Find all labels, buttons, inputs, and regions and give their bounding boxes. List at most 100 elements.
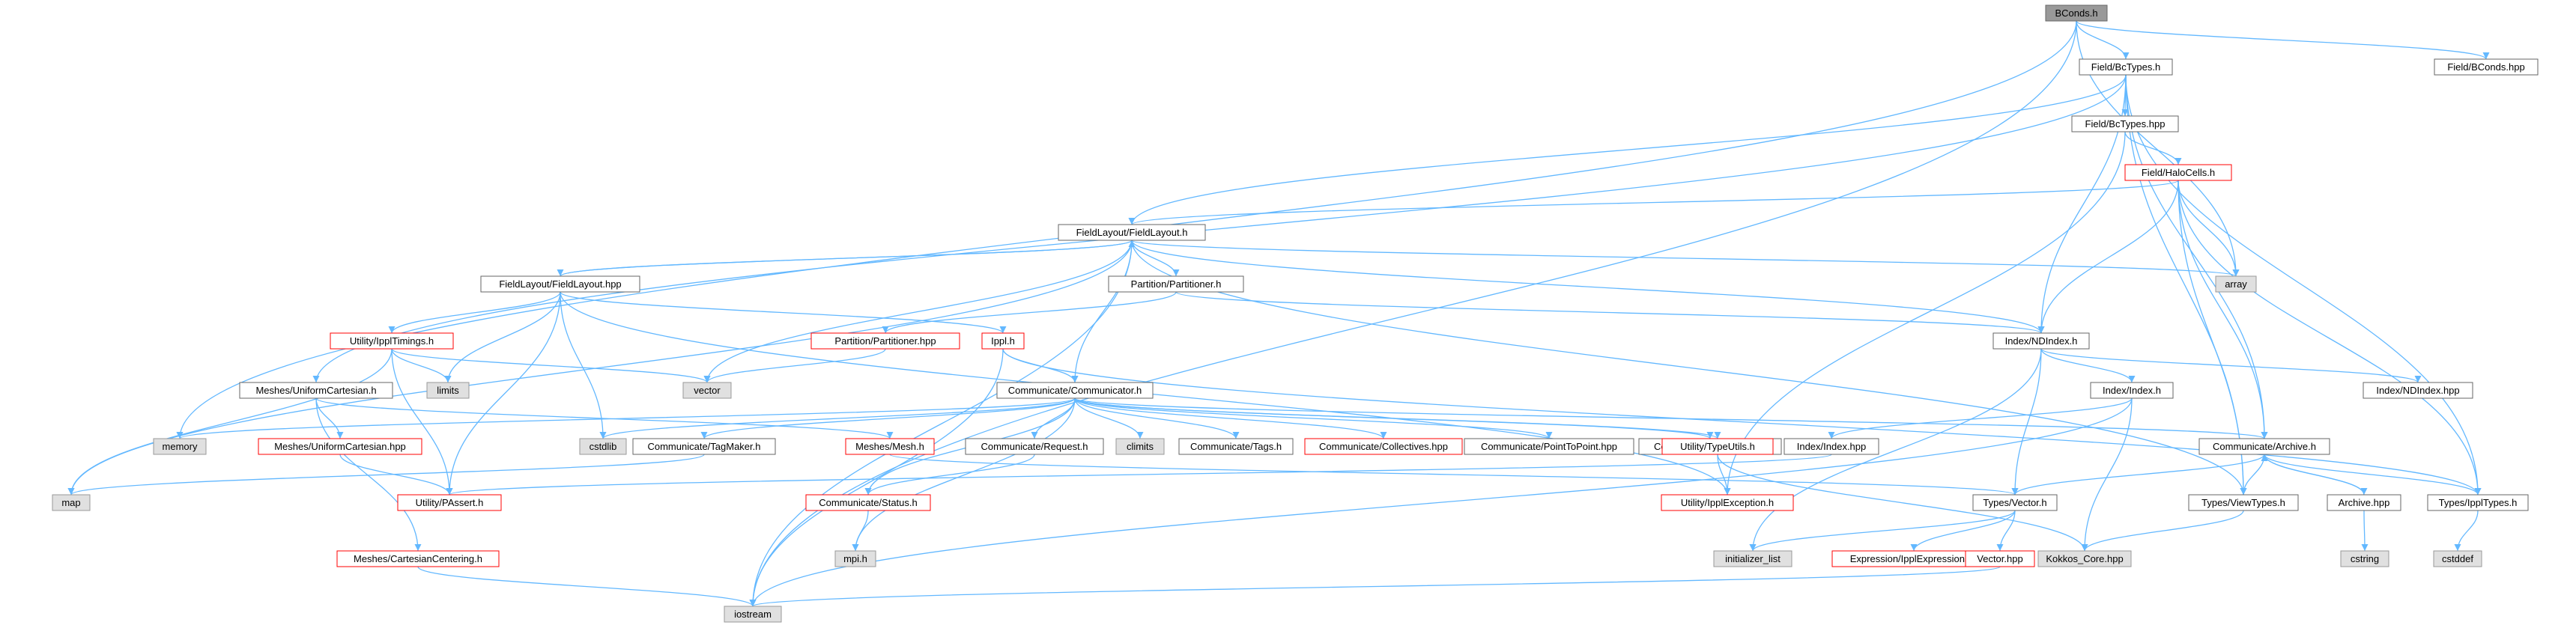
node-label: Communicate/TagMaker.h (647, 441, 760, 452)
node-passert_h[interactable]: Utility/PAssert.h (397, 494, 502, 511)
node-fieldlayout_h[interactable]: FieldLayout/FieldLayout.h (1058, 224, 1206, 241)
node-label: Communicate/Collectives.hpp (1319, 441, 1448, 452)
node-mpi_h[interactable]: mpi.h (834, 550, 876, 567)
edge-tagmaker_h-to-map (67, 454, 705, 496)
edge-fieldlayout_hpp-to-passert_h (446, 291, 561, 496)
edge-typeutils_h-to-ipplexception_h (1717, 454, 1731, 496)
node-box (1972, 494, 2058, 511)
node-ipptimings_h[interactable]: Utility/IpplTimings.h (330, 332, 454, 350)
node-request_h[interactable]: Communicate/Request.h (965, 438, 1104, 455)
edge-fieldlayout_h-to-iostream (749, 240, 1133, 607)
edge-partitioner_hpp-to-vector (703, 348, 886, 383)
node-box (153, 438, 207, 455)
node-index_hpp[interactable]: Index/Index.hpp (1783, 438, 1879, 455)
node-cstring[interactable]: cstring (2340, 550, 2389, 567)
node-ipplexpressions_h[interactable]: Expression/IpplExpressions.h (1831, 550, 1996, 567)
node-box (996, 382, 1154, 399)
node-kokkos_core_hpp[interactable]: Kokkos_Core.hpp (2037, 550, 2132, 567)
node-box (2427, 494, 2529, 511)
edge-ndindex_h-to-index_h (2040, 348, 2136, 383)
edge-meshes_uniformcartesian_h-to-mesh_h (315, 397, 894, 439)
node-collectives_hpp[interactable]: Communicate/Collectives.hpp (1304, 438, 1463, 455)
node-label: memory (163, 441, 198, 452)
node-box (2434, 58, 2539, 76)
node-cstdlib[interactable]: cstdlib (579, 438, 627, 455)
node-ndindex_h[interactable]: Index/NDIndex.h (1992, 332, 2090, 350)
node-cstddef[interactable]: cstddef (2433, 550, 2482, 567)
node-memory[interactable]: memory (153, 438, 207, 455)
node-label: Utility/TypeUtils.h (1680, 441, 1755, 452)
node-label: map (61, 497, 80, 508)
edge-archive_hpp-to-archive_h (2261, 454, 2365, 496)
edge-fieldlayout_h-to-partitioner_h (1131, 240, 1180, 277)
node-viewtypes_h[interactable]: Types/ViewTypes.h (2188, 494, 2299, 511)
node-fieldlayout_hpp[interactable]: FieldLayout/FieldLayout.hpp (480, 275, 640, 293)
edge-field_bctypes_hpp-to-ipplexception_h (1724, 131, 2126, 496)
edge-field_bctypes_h-to-ndindex_h (2037, 74, 2127, 334)
node-pointtopoint_hpp[interactable]: Communicate/PointToPoint.hpp (1464, 438, 1634, 455)
node-partitioner_h[interactable]: Partition/Partitioner.h (1108, 275, 1244, 293)
node-meshes_uniformcartesian_h[interactable]: Meshes/UniformCartesian.h (239, 382, 393, 399)
edge-ndindex_h-to-ndindex_hpp (2040, 348, 2422, 383)
edge-index_hpp-to-passert_h (446, 454, 1832, 496)
edge-field_bctypes_hpp-to-field_halocells_h (2124, 131, 2182, 165)
edge-communicator_h-to-typeutils_h (1074, 397, 1721, 439)
node-types_vector_h[interactable]: Types/Vector.h (1972, 494, 2058, 511)
node-ippltypes_h[interactable]: Types/IpplTypes.h (2427, 494, 2529, 511)
node-box (1661, 438, 1774, 455)
node-tagmaker_h[interactable]: Communicate/TagMaker.h (632, 438, 776, 455)
node-iostream[interactable]: iostream (724, 606, 782, 623)
node-ndindex_hpp[interactable]: Index/NDIndex.hpp (2363, 382, 2473, 399)
node-initializer_list[interactable]: initializer_list (1713, 550, 1792, 567)
node-mesh_h[interactable]: Meshes/Mesh.h (845, 438, 935, 455)
node-typeutils_h[interactable]: Utility/TypeUtils.h (1661, 438, 1774, 455)
node-field_bctypes_h[interactable]: Field/BcTypes.h (2079, 58, 2173, 76)
edge-archive_h-to-types_vector_h (2011, 454, 2265, 496)
node-label: vector (694, 385, 721, 396)
edge-field_halocells_h-to-archive_h (2178, 180, 2268, 439)
node-index_h[interactable]: Index/Index.h (2090, 382, 2174, 399)
edge-bconds_h-to-field_bconds_hpp (2076, 20, 2490, 60)
node-communicator_h[interactable]: Communicate/Communicator.h (996, 382, 1154, 399)
node-bconds_h[interactable]: BConds.h (2045, 4, 2108, 22)
node-label: Communicate/Archive.h (2213, 441, 2316, 452)
node-ipplexception_h[interactable]: Utility/IpplException.h (1661, 494, 1794, 511)
node-limits[interactable]: limits (426, 382, 470, 399)
node-vector_hpp[interactable]: Vector.hpp (1965, 550, 2035, 567)
node-label: Communicate/Status.h (819, 497, 918, 508)
node-box (2090, 382, 2174, 399)
node-label: Meshes/UniformCartesian.h (255, 385, 376, 396)
node-box (1783, 438, 1879, 455)
node-map[interactable]: map (52, 494, 91, 511)
node-box (2363, 382, 2473, 399)
node-label: Index/NDIndex.hpp (2376, 385, 2459, 396)
node-label: Field/BcTypes.hpp (2085, 118, 2166, 129)
node-status_h[interactable]: Communicate/Status.h (805, 494, 931, 511)
node-field_bconds_hpp[interactable]: Field/BConds.hpp (2434, 58, 2539, 76)
node-archive_hpp[interactable]: Archive.hpp (2327, 494, 2401, 511)
node-ippl_h[interactable]: Ippl.h (981, 332, 1025, 350)
node-cartesiancentering_h[interactable]: Meshes/CartesianCentering.h (336, 550, 500, 567)
edge-communicator_h-to-climits (1074, 397, 1144, 439)
node-archive_h[interactable]: Communicate/Archive.h (2198, 438, 2330, 455)
edge-types_vector_h-to-initializer_list (1749, 510, 2016, 552)
node-box (426, 382, 470, 399)
node-partitioner_hpp[interactable]: Partition/Partitioner.hpp (810, 332, 960, 350)
edge-index_h-to-kokkos_core_hpp (2081, 397, 2133, 552)
node-tags_h[interactable]: Communicate/Tags.h (1178, 438, 1294, 455)
node-array[interactable]: array (2215, 275, 2257, 293)
node-box (1058, 224, 1206, 241)
edge-cartesiancentering_h-to-iostream (417, 566, 757, 607)
node-field_halocells_h[interactable]: Field/HaloCells.h (2124, 164, 2232, 181)
node-field_bctypes_hpp[interactable]: Field/BcTypes.hpp (2071, 115, 2179, 132)
node-meshes_uniformcartesian_hpp[interactable]: Meshes/UniformCartesian.hpp (258, 438, 422, 455)
edge-mesh_h-to-types_vector_h (889, 454, 2018, 496)
node-box (981, 332, 1025, 350)
edge-ndindex_h-to-types_vector_h (2011, 348, 2042, 496)
edge-ipptimings_h-to-limits (391, 348, 452, 383)
node-label: Meshes/CartesianCentering.h (354, 553, 482, 564)
node-box (2188, 494, 2299, 511)
node-climits[interactable]: climits (1115, 438, 1165, 455)
node-vector[interactable]: vector (682, 382, 732, 399)
